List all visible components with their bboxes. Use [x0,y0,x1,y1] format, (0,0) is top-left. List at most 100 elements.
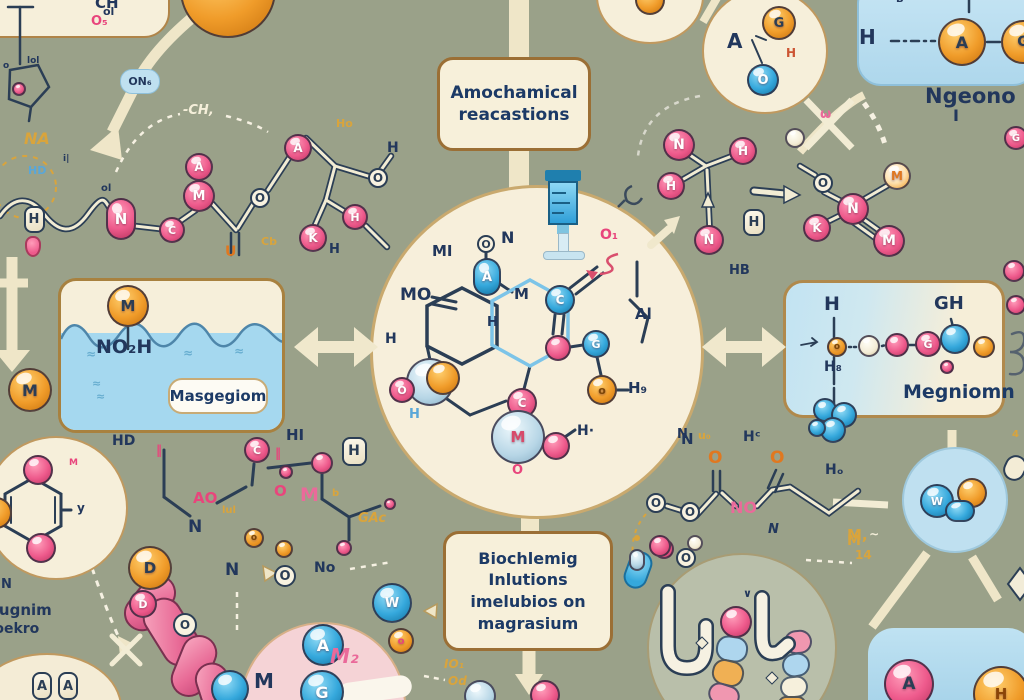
atom-paleblue [464,680,496,700]
atom-H: H [729,137,757,165]
on-bubble-text: ON₆ [128,75,152,88]
right-double-arrow [702,327,786,367]
label-m: M [300,484,319,506]
atom-A: A [284,134,312,162]
label-o: O₁ [600,227,619,243]
atom-C: C [244,437,270,463]
label-h: H [409,407,420,422]
label-h: H₈ [824,359,842,375]
atom-K: K [299,224,327,252]
label-m: M [69,458,78,468]
atom-pink [649,535,671,557]
label-a: A [727,29,743,53]
atom-N: N [106,198,136,240]
label-h: H₉ [628,379,648,397]
top-label-line1: Amochamical [450,82,578,103]
atom-N: N [694,225,724,255]
atom-M: M [873,225,905,257]
center-molecule [425,251,650,441]
label-lol: lol [27,56,40,66]
label-no: No [314,560,336,576]
label-n: N [681,430,694,448]
atom-pink [1006,295,1024,315]
label-u: U [225,244,237,260]
curved-arrow-head [90,126,122,160]
label-od: Od [448,674,467,688]
label-ch: CH [95,0,119,12]
atom-C: C [545,285,575,315]
label-m: M [514,285,529,303]
label-m: M₂ [330,644,359,668]
label-: ≈ [92,377,102,390]
label-hi: HI [286,426,305,444]
label-o: O [512,463,524,478]
syringe-cap [545,170,581,181]
atom-blue [211,670,249,700]
label-: ω [820,107,832,122]
top-label-box: Amochamical reacastions [437,57,591,151]
pink-droplet [25,236,41,257]
dashed-arrow-curve [86,555,122,641]
label-: ≈ [183,346,194,360]
syringe-neck [557,225,569,234]
label-n: N [768,522,779,537]
center-circle [370,185,704,519]
label-h: H [387,140,399,156]
top-label-line2: reacastions [458,105,570,125]
on-bubble: ON₆ [120,69,160,94]
label-no: NO [730,498,757,517]
bottom-label-line1: Biochlemig [478,548,578,568]
label-noh: NO₂H [96,336,153,358]
bottom-label-line3: imelubios on [470,592,586,611]
atom-pink [885,333,909,357]
label-gac: GAc [358,511,387,526]
atom-pink [336,540,352,556]
label-hb: HB [729,263,750,278]
atom-O: O [813,173,833,193]
atom-M: M [8,368,52,412]
label-: ∼ [869,527,880,541]
water-wave [61,322,282,349]
atom-O: O [680,502,700,522]
label-b: B [896,0,904,5]
syringe-flange [543,251,585,260]
atom-O: O [646,493,666,513]
label-h: H [824,293,840,315]
label-i: I [953,106,959,125]
atom-G: G [762,6,796,40]
left-double-arrow [294,327,378,367]
label-mi: MI [432,242,453,260]
atom-K: K [803,214,831,242]
label-h: H [385,331,397,347]
atom-pink [720,606,752,638]
up-right-arrow [664,216,680,234]
atom-blue [945,500,975,522]
label-m: M, [847,526,868,544]
atom-H: H [341,436,367,466]
label-ch: -CH, [183,103,214,118]
atom-A: A [58,672,78,700]
label-lul: lul [222,505,236,516]
label-o: o [3,61,10,71]
label-o: O [708,448,723,468]
atom-O: O [477,235,495,253]
atom-G: G [915,331,941,357]
label-n: N [225,560,240,580]
label-h: H [859,25,876,49]
atom-M: M [183,180,215,212]
atom-A: A [473,258,501,296]
atom-o: o [244,528,264,548]
atom-orange [275,540,293,558]
atom-cream [858,335,880,357]
label-u: u₀ [698,429,711,442]
atom-H: H [743,208,765,236]
right-card-name: Megniomn [903,381,1015,403]
label-na: NA [24,129,50,148]
label-hd: HD [112,433,136,449]
label-n: N [1,577,12,592]
bottom-label-line4: magrasium [477,613,579,633]
atom-orange [973,336,995,358]
atom-pink [26,533,56,563]
